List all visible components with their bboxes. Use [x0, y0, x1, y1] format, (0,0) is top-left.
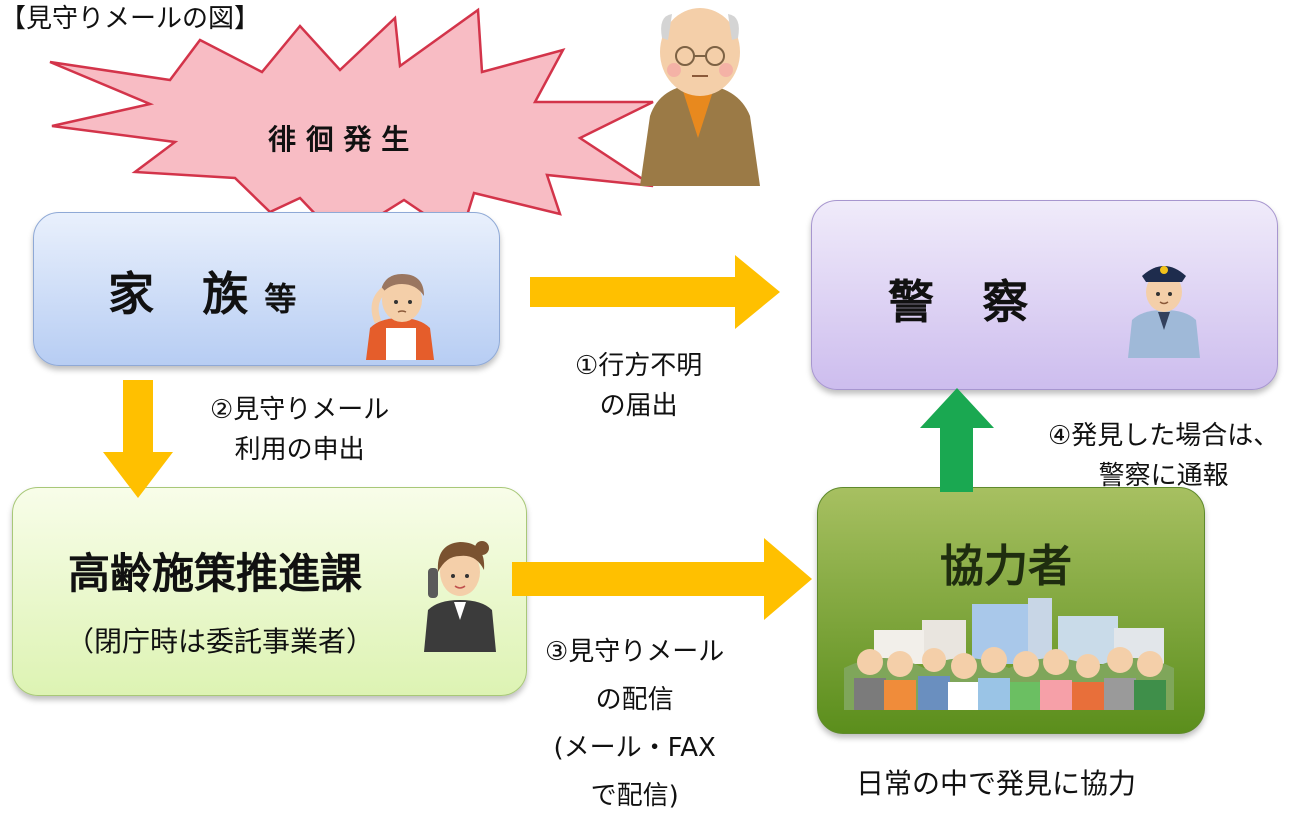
elderly-person-icon: [640, 8, 760, 186]
step2-line2: 利用の申出: [234, 435, 365, 465]
cooperator-caption: 日常の中で発見に協力: [856, 767, 1137, 800]
family-label-suffix: 等: [264, 280, 297, 318]
step2-caption: ②見守りメール 利用の申出: [210, 390, 389, 470]
step1-line2: の届出: [599, 391, 678, 421]
worried-family-member-icon: [366, 274, 434, 360]
dept-sublabel: （閉庁時は委託事業者）: [66, 625, 375, 658]
step3-line3: (メール・FAX: [553, 733, 716, 763]
police-label: 警 察: [888, 275, 1045, 329]
diagram-title: 【見守りメールの図】: [0, 4, 261, 34]
arrow-dept-to-cooperator: [512, 538, 812, 620]
step1-caption: ①行方不明 の届出: [575, 346, 702, 426]
step4-caption: ④発見した場合は、 警察に通報: [1048, 416, 1279, 496]
step3-line2: の配信: [595, 685, 674, 715]
step2-line1: ②見守りメール: [210, 395, 390, 425]
step4-line1: ④発見した場合は、: [1048, 421, 1280, 451]
police-officer-icon: [1128, 266, 1200, 358]
step3-caption: ③見守りメール の配信 (メール・FAX で配信): [545, 628, 724, 820]
elderly-policy-dept-node: [12, 487, 527, 696]
family-label-main: 家 族: [108, 267, 265, 321]
arrow-family-to-dept: [103, 380, 173, 498]
arrow-family-to-police: [530, 255, 780, 329]
receptionist-on-phone-icon: [424, 541, 496, 652]
step3-line4: で配信): [590, 781, 679, 811]
step3-line1: ③見守りメール: [545, 637, 725, 667]
arrow-cooperator-to-police: [920, 388, 994, 492]
dept-label: 高齢施策推進課: [68, 549, 363, 598]
family-label: 家 族等: [108, 258, 296, 324]
step1-line1: ①行方不明: [575, 351, 703, 381]
wandering-alert-label: 徘 徊 発 生: [268, 123, 410, 156]
police-node: [811, 200, 1278, 390]
cooperator-label: 協力者: [940, 541, 1072, 592]
step4-line2: 警察に通報: [1098, 461, 1229, 491]
community-crowd-icon: [844, 598, 1174, 710]
